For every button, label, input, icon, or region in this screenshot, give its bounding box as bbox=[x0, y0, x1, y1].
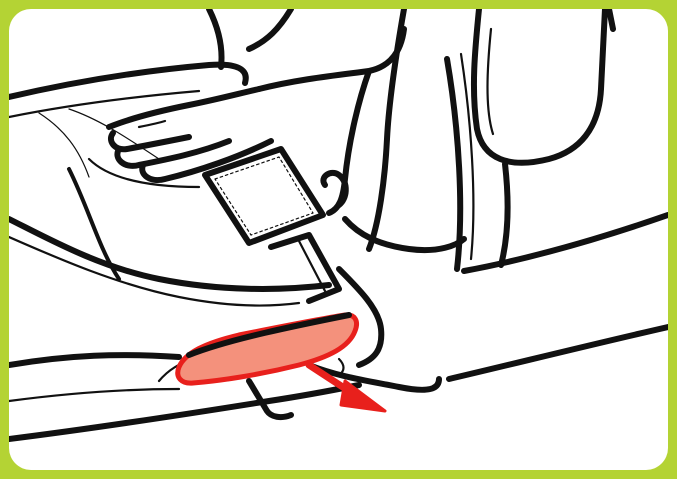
seat-release-illustration bbox=[9, 9, 668, 470]
illustration-panel bbox=[9, 9, 668, 470]
seat-cushion bbox=[9, 65, 329, 306]
seat-back bbox=[369, 9, 668, 271]
arrow-down-right-icon bbox=[309, 365, 385, 411]
latch-tab bbox=[205, 149, 339, 301]
